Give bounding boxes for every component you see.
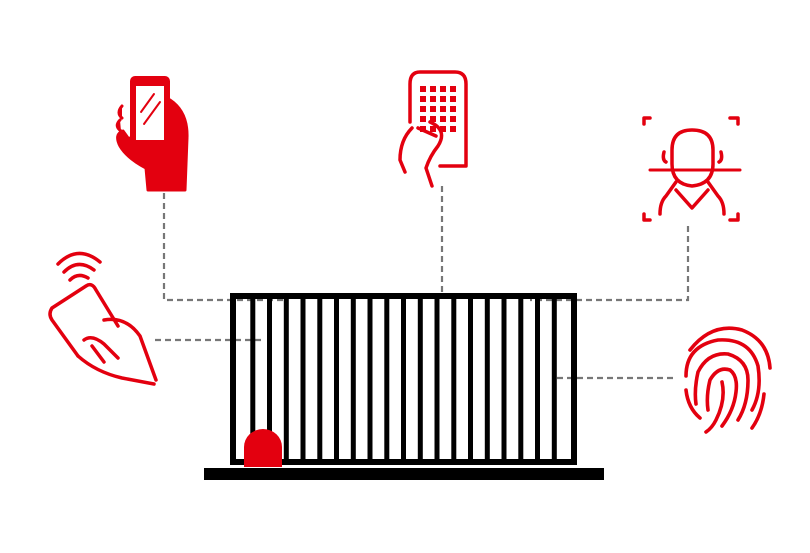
remote-key (450, 116, 456, 122)
gate-bar (267, 296, 272, 462)
remote-key (430, 96, 436, 102)
connector-smartphone (162, 193, 285, 302)
remote-key (450, 126, 456, 132)
remote-key (420, 86, 426, 92)
gate-bar (300, 296, 306, 462)
remote-key (450, 86, 456, 92)
face-recognition-icon (642, 116, 742, 222)
connectors (155, 186, 690, 380)
sliding-gate (204, 293, 604, 480)
remote-key (440, 96, 446, 102)
gate-bar (468, 296, 473, 462)
gate-bar (250, 296, 256, 462)
connector-face (530, 226, 690, 302)
gate-bar (384, 296, 390, 462)
remote-key (450, 96, 456, 102)
gate-bar (535, 296, 540, 462)
gate-bar (451, 296, 457, 462)
remote-key (440, 126, 446, 132)
remote-key (440, 116, 446, 122)
rfid-card-in-hand-icon (48, 251, 158, 386)
smartphone-in-hand-icon (115, 76, 189, 192)
remote-control-in-hand-icon (398, 70, 468, 188)
warning-light (244, 429, 282, 467)
gate-bar (317, 296, 323, 462)
gate-bar (484, 296, 490, 462)
remote-key (440, 106, 446, 112)
gate-bar (350, 296, 356, 462)
fingerprint-icon (684, 326, 772, 434)
remote-key (420, 116, 426, 122)
gate-bar (434, 296, 440, 462)
remote-key (420, 106, 426, 112)
gate-bar (551, 296, 557, 462)
remote-key (450, 106, 456, 112)
remote-key (430, 126, 436, 132)
gate-bar (334, 296, 339, 462)
remote-key (420, 96, 426, 102)
gate-bars (250, 296, 557, 462)
gate-bar (417, 296, 423, 462)
gate-bar (401, 296, 406, 462)
gate-bar (283, 296, 289, 462)
gate-bar (518, 296, 524, 462)
gate-bar (367, 296, 373, 462)
remote-key (440, 86, 446, 92)
remote-key (430, 106, 436, 112)
remote-keypad (420, 86, 456, 132)
gate-bar (501, 296, 507, 462)
remote-key (430, 86, 436, 92)
remote-key (430, 116, 436, 122)
gate-rail (204, 468, 604, 480)
